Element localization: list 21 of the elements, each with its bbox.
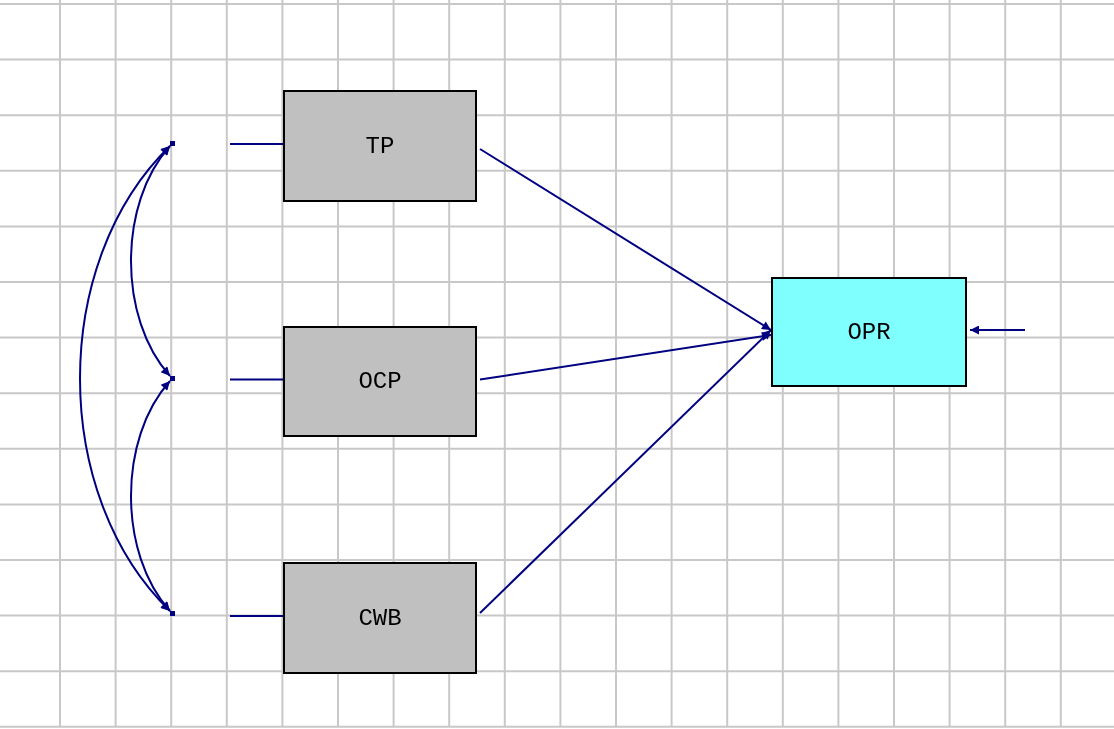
arrow: [969, 325, 1026, 335]
variable-label: TP: [365, 132, 395, 160]
variable-box: [771, 277, 967, 387]
connector-line: [229, 615, 284, 617]
curved-arrow: [79, 145, 171, 612]
arrow: [479, 329, 772, 614]
variable-label: CWB: [358, 604, 402, 632]
connector-line: [229, 378, 284, 381]
variable-box: [283, 562, 477, 674]
arrow: [479, 148, 772, 331]
junction-point: [170, 376, 175, 381]
curved-arrow: [130, 145, 171, 377]
curved-arrow: [130, 380, 171, 612]
variable-box: [283, 326, 477, 437]
junction-point: [170, 611, 175, 616]
connector-line: [229, 143, 284, 145]
variable-label: OCP: [358, 368, 402, 395]
variable-box: [283, 90, 477, 202]
junction-point: [170, 141, 175, 146]
arrow: [479, 331, 772, 381]
variable-label: OPR: [847, 318, 891, 346]
